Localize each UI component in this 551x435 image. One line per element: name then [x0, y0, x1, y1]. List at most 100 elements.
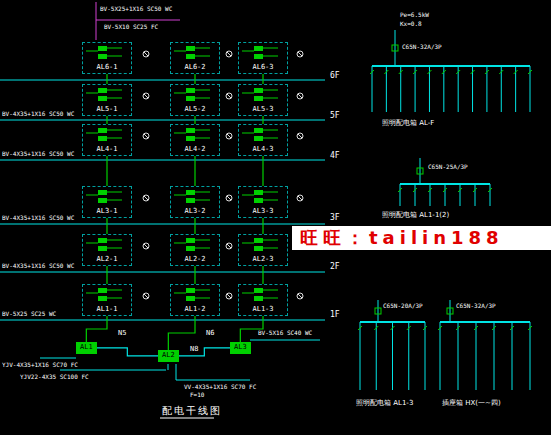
branch-breaker: [374, 326, 378, 330]
branch-line: [360, 322, 361, 390]
lamp-symbol: [297, 93, 303, 99]
lamp-symbol: [227, 134, 231, 138]
branch-breaker: [399, 70, 403, 74]
panel-name: AL1-2: [184, 306, 205, 314]
branch-line: [445, 184, 446, 206]
lamp-symbol: [297, 51, 303, 57]
breaker-wire: [195, 290, 210, 291]
incomer-line: [395, 30, 396, 66]
cable-spec: BV-4X35+1X16 SC50 WC: [2, 151, 74, 158]
breaker-symbol: [98, 198, 107, 203]
floor-label: 4F: [330, 152, 340, 161]
panel-note: C65N-32A/3P: [456, 303, 496, 310]
distribution-panel: AL4-2: [170, 124, 220, 156]
branch-line: [476, 322, 477, 390]
breaker-symbol: [186, 246, 195, 251]
panel-name: AL2-2: [184, 256, 205, 264]
breaker-wire: [242, 195, 254, 196]
riser-cable: [262, 74, 263, 84]
breaker-wire: [174, 293, 186, 294]
floor-label: 6F: [330, 72, 340, 81]
branch-line: [530, 322, 531, 390]
breaker-wire: [174, 195, 186, 196]
floor-line: [0, 80, 325, 81]
lamp-symbol: [298, 196, 302, 200]
riser-cable: [106, 116, 107, 124]
distribution-panel: AL1-1: [82, 284, 132, 316]
floor-line: [0, 224, 325, 225]
cable-spec: BV-5X25 SC25 WC: [2, 311, 56, 318]
panel-name: AL3: [234, 343, 247, 351]
breaker-wire: [195, 48, 210, 49]
lamp-symbol: [298, 52, 302, 56]
branch-breaker: [398, 188, 402, 192]
feeder-line: [96, 2, 97, 40]
breaker-wire: [263, 98, 278, 99]
cable-spec: BV-4X35+1X16 SC50 WC: [2, 215, 74, 222]
breaker-wire: [263, 48, 278, 49]
distribution-panel: AL2-2: [170, 234, 220, 266]
breaker-wire: [86, 243, 98, 244]
main-breaker: [417, 168, 423, 174]
breaker-wire: [86, 93, 98, 94]
breaker-symbol: [254, 190, 263, 195]
panel-note: C65N-20A/3P: [383, 303, 423, 310]
incoming-cable: [250, 340, 320, 341]
lamp-symbol: [298, 294, 302, 298]
lamp-symbol: [227, 244, 231, 248]
branch-line: [425, 322, 426, 390]
breaker-wire: [263, 90, 278, 91]
lamp-symbol: [226, 51, 232, 57]
main-breaker: [392, 45, 398, 51]
breaker-wire: [86, 51, 98, 52]
breaker-symbol: [186, 238, 195, 243]
breaker-symbol: [254, 198, 263, 203]
branch-breaker: [423, 326, 427, 330]
branch-breaker: [514, 70, 518, 74]
riser-cable: [240, 316, 263, 342]
branch-line: [512, 322, 513, 390]
branch-line: [460, 184, 461, 206]
panel-name: AL6-3: [252, 64, 273, 72]
distribution-panel: AL5-3: [238, 84, 288, 116]
distribution-panel: AL5-1: [82, 84, 132, 116]
breaker-wire: [195, 130, 210, 131]
breaker-symbol: [254, 238, 263, 243]
breaker-symbol: [186, 190, 195, 195]
breaker-wire: [195, 138, 210, 139]
floor-label: 3F: [330, 214, 340, 223]
breaker-wire: [263, 56, 278, 57]
breaker-symbol: [98, 46, 107, 51]
branch-line: [494, 322, 495, 390]
floor-line: [0, 160, 325, 161]
main-panel: AL2: [158, 350, 179, 362]
breaker-wire: [263, 248, 278, 249]
cable-spec: BV-5X16 SC40 WC: [258, 330, 312, 337]
lamp-symbol: [227, 94, 231, 98]
lamp-symbol: [143, 243, 149, 249]
lamp-symbol: [143, 195, 149, 201]
lamp-symbol: [227, 294, 231, 298]
lamp-symbol: [226, 93, 232, 99]
branch-breaker: [358, 326, 362, 330]
lamp-symbol: [144, 94, 148, 98]
panel-note: C65N-32A/3P: [402, 44, 442, 51]
breaker-symbol: [98, 88, 107, 93]
breaker-symbol: [186, 96, 195, 101]
breaker-symbol: [186, 88, 195, 93]
breaker-wire: [263, 240, 278, 241]
title-underline: [160, 418, 214, 419]
breaker-wire: [107, 138, 122, 139]
floor-line: [0, 272, 325, 273]
breaker-wire: [107, 290, 122, 291]
distribution-panel: AL5-2: [170, 84, 220, 116]
breaker-wire: [107, 98, 122, 99]
panel-name: AL2-3: [252, 256, 273, 264]
lamp-symbol: [144, 52, 148, 56]
panel-name: AL5-2: [184, 106, 205, 114]
distribution-panel: AL6-2: [170, 42, 220, 74]
breaker-symbol: [186, 296, 195, 301]
breaker-wire: [107, 90, 122, 91]
lamp-symbol: [143, 293, 149, 299]
